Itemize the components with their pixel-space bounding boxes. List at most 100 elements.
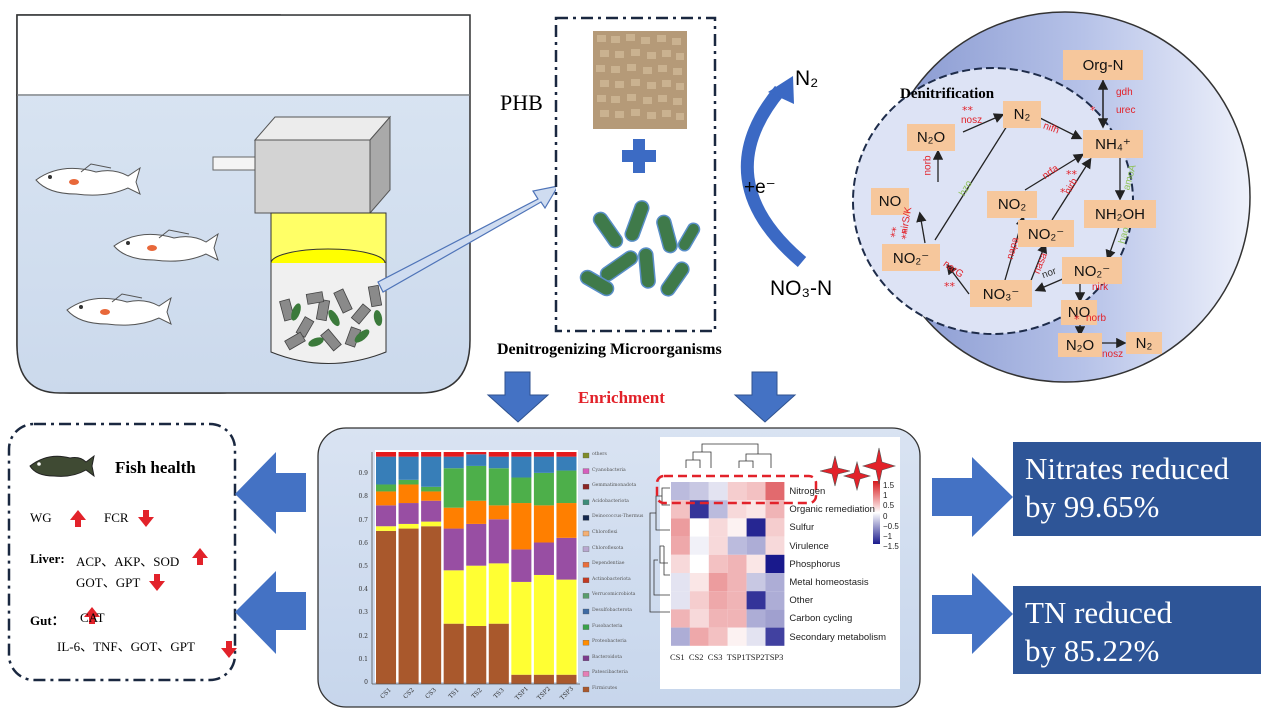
n2-label: N₂ (795, 67, 819, 90)
bar-segment (556, 674, 577, 684)
enzyme-norb: norb (922, 155, 934, 176)
tn-result-line2: by 85.22% (1025, 633, 1160, 668)
electron-label: +e⁻ (744, 177, 776, 198)
significance-star: * (1060, 186, 1066, 199)
heatmap-cell (689, 627, 709, 646)
heatmap-cell (746, 518, 766, 537)
heatmap-cell (708, 609, 728, 628)
y-tick-label: 0.9 (358, 470, 368, 478)
heatmap-cell (765, 518, 785, 537)
right-arrow-top (932, 457, 1013, 537)
heatmap-cell (727, 627, 747, 646)
down-arrow-left (486, 371, 550, 423)
heatmap-cell (689, 500, 709, 519)
legend-label: Patescibacteria (592, 670, 628, 676)
heatmap-cell (765, 500, 785, 519)
tank-wall (16, 14, 471, 394)
bar-segment (511, 581, 532, 675)
heatmap-col-label: TSP2 (745, 651, 765, 662)
bar-segment (533, 505, 554, 543)
bar-segment (421, 486, 442, 492)
bar-segment (443, 452, 464, 457)
legend-swatch (582, 468, 590, 474)
y-tick-label: 0.6 (358, 539, 368, 547)
colorbar-tick: 0 (883, 511, 888, 521)
bar-segment (443, 623, 464, 684)
bacteria-icon (579, 200, 701, 297)
bar-segment (533, 472, 554, 506)
bacteria-dots (291, 303, 383, 347)
left-arrow-top (235, 452, 306, 534)
heatmap-row-label: Organic remediation (789, 504, 875, 516)
heatmap-cell (671, 536, 690, 555)
y-tick-label: 0.3 (358, 609, 368, 617)
heatmap-cell (765, 536, 785, 555)
fish-icon (113, 229, 219, 262)
heatmap-row-label: Other (789, 595, 814, 607)
significance-star: * (1074, 313, 1080, 326)
enzyme-nosz: nosz (961, 115, 983, 126)
bar-segment (511, 477, 532, 504)
node-no3: NO₃⁻ (970, 280, 1032, 307)
legend-swatch (582, 484, 590, 490)
bar-segment (398, 456, 419, 480)
bar-segment (376, 530, 397, 684)
bar-segment (511, 503, 532, 550)
node-n2o: N₂O (907, 124, 955, 151)
heatmap-cell (746, 627, 766, 646)
legend-label: Fusobacteria (592, 623, 623, 629)
enzyme-nosz-low: nosz (1102, 349, 1124, 360)
node-no2-right: NO₂⁻ (1018, 220, 1074, 247)
legend-label: Bacteroidota (592, 654, 622, 660)
bar-segment (556, 470, 577, 504)
node-org-n: Org-N (1063, 50, 1143, 80)
heatmap-cell (671, 573, 690, 592)
nitrates-result-line2: by 99.65% (1025, 489, 1160, 524)
legend-label: Gemmatimonadota (592, 483, 637, 489)
bar-segment (488, 519, 509, 564)
bar-segment (398, 523, 419, 529)
heatmap-col-label: CS3 (707, 651, 723, 662)
bar-segment (421, 456, 442, 487)
heatmap-col-label: TSP1 (726, 651, 746, 662)
enrichment-label: Enrichment (578, 388, 665, 407)
bar-segment (398, 484, 419, 504)
gut-up: CAT (80, 610, 105, 625)
left-arrow-bottom (235, 571, 306, 654)
node-no2-low: NO₂⁻ (1062, 257, 1122, 284)
bar-segment (533, 574, 554, 675)
phb-particles (279, 284, 383, 352)
heatmap-cell (746, 591, 766, 610)
heatmap-col-label: CS1 (670, 651, 685, 662)
denitrification-title: Denitrification (900, 86, 995, 102)
bar-segment (421, 500, 442, 522)
bar-segment (421, 526, 442, 684)
tn-result-line1: TN reduced (1025, 595, 1173, 630)
heatmap-cell (727, 482, 747, 501)
bar-segment (421, 521, 442, 527)
bar-segment (488, 456, 509, 469)
bar-segment (556, 452, 577, 457)
legend-swatch (582, 655, 590, 661)
fish-icon (35, 163, 141, 196)
enzyme-gdh: gdh (1116, 87, 1133, 98)
arrow-to-phb (377, 185, 560, 293)
significance-star: ** (1066, 168, 1077, 181)
significance-star: * (1090, 104, 1096, 117)
liver-up: ACP、AKP、SOD (76, 554, 180, 569)
heatmap-cell (765, 627, 785, 646)
y-tick-label: 0.4 (358, 586, 368, 594)
heatmap-cell (689, 591, 709, 610)
down-arrow-icon (138, 510, 237, 658)
heatmap-cell (746, 536, 766, 555)
heatmap-cell (708, 573, 728, 592)
heatmap-cell (765, 591, 785, 610)
bar-segment (398, 452, 419, 457)
bar-segment (556, 503, 577, 538)
bar-segment (488, 623, 509, 684)
bar-segment (533, 542, 554, 575)
fcr-label: FCR (104, 510, 129, 525)
y-tick-label: 0.5 (358, 563, 368, 570)
legend-label: Proteobacteria (592, 639, 627, 645)
heatmap-cell (746, 609, 766, 628)
